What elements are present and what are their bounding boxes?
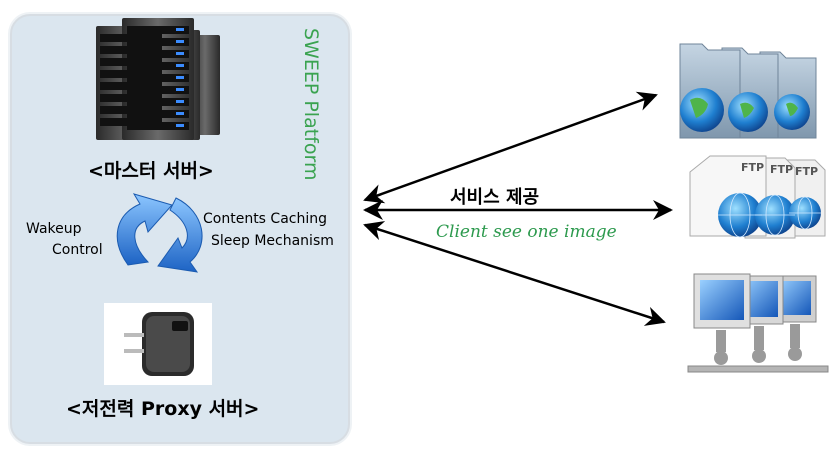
service-subtitle: Client see one image bbox=[436, 222, 617, 242]
contents-caching-arrow bbox=[157, 197, 203, 273]
master-server-label: <마스터 서버> bbox=[88, 160, 214, 182]
ftp-globe-icon bbox=[689, 155, 826, 239]
master-server-icon bbox=[96, 18, 220, 140]
contents-caching-label: Contents Caching bbox=[203, 211, 327, 227]
web-folders-icon bbox=[679, 43, 817, 139]
proxy-server-icon bbox=[104, 303, 212, 385]
connection-arrows bbox=[363, 91, 673, 326]
service-label: 서비스 제공 bbox=[450, 187, 540, 208]
wakeup-label: Wakeup bbox=[26, 221, 82, 237]
wakeup-control-arrow bbox=[116, 193, 173, 266]
sleep-mechanism-label: Sleep Mechanism bbox=[211, 233, 334, 249]
proxy-server-label: <저전력 Proxy 서버> bbox=[66, 398, 260, 420]
ftp-label-1: FTP bbox=[741, 161, 765, 174]
ftp-label-3: FTP bbox=[795, 165, 819, 178]
networked-computers-icon bbox=[687, 273, 829, 373]
control-label: Control bbox=[52, 242, 103, 258]
ftp-label-2: FTP bbox=[770, 163, 794, 176]
